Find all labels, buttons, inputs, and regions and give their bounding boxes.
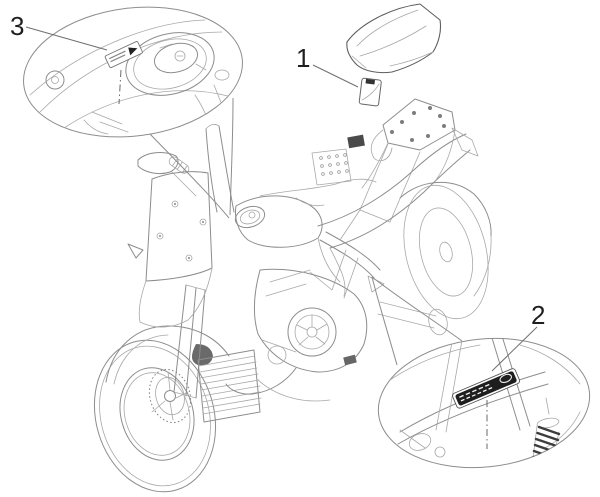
callout-2: 2 xyxy=(491,300,545,372)
front-fender xyxy=(105,325,230,385)
rear-wheel xyxy=(377,181,492,336)
zoom-cone-2 xyxy=(371,276,463,366)
rear-rack xyxy=(361,98,479,189)
detail-oval-frame-plate xyxy=(377,328,591,469)
tank-screw xyxy=(45,70,65,90)
zoom-cone-3 xyxy=(149,97,234,219)
leader-line-3 xyxy=(25,26,108,51)
shock-spring xyxy=(532,397,561,465)
windscreen xyxy=(205,123,235,213)
footpeg-bracket xyxy=(343,354,357,366)
rack-holes xyxy=(390,106,446,142)
tail-box xyxy=(347,134,365,149)
decal-1-tag xyxy=(358,77,382,107)
front-fork xyxy=(173,284,206,399)
radiator xyxy=(197,349,262,423)
callout-number-1[interactable]: 1 xyxy=(296,43,310,73)
fuel-cap xyxy=(234,205,266,229)
motorcycle-line-art xyxy=(93,98,492,493)
callout-1: 1 xyxy=(296,43,359,88)
exhaust xyxy=(225,367,331,402)
fuel-cap-detail xyxy=(125,32,215,96)
front-brake-caliper xyxy=(191,344,213,366)
tail-plate-holes xyxy=(319,153,349,176)
callout-number-2[interactable]: 2 xyxy=(531,300,545,330)
seat xyxy=(346,3,442,74)
front-wheel xyxy=(93,339,217,493)
fairing-screws xyxy=(156,200,207,262)
leader-line-2 xyxy=(491,326,538,372)
decal-3 xyxy=(104,41,143,69)
mirror xyxy=(137,152,197,197)
leader-line-1 xyxy=(312,64,359,88)
fuel-tank xyxy=(234,195,323,248)
decal-3-position-line xyxy=(118,69,122,105)
rear-fender xyxy=(399,181,492,237)
handlebar xyxy=(259,178,377,207)
front-fairing xyxy=(127,171,213,328)
callout-number-3[interactable]: 3 xyxy=(10,11,24,41)
engine xyxy=(253,268,368,373)
callout-3: 3 xyxy=(10,11,108,51)
detail-oval-fuel-cap xyxy=(23,6,243,141)
frame xyxy=(309,143,421,299)
decal-2-plate xyxy=(452,368,521,409)
tail-section xyxy=(311,133,471,297)
